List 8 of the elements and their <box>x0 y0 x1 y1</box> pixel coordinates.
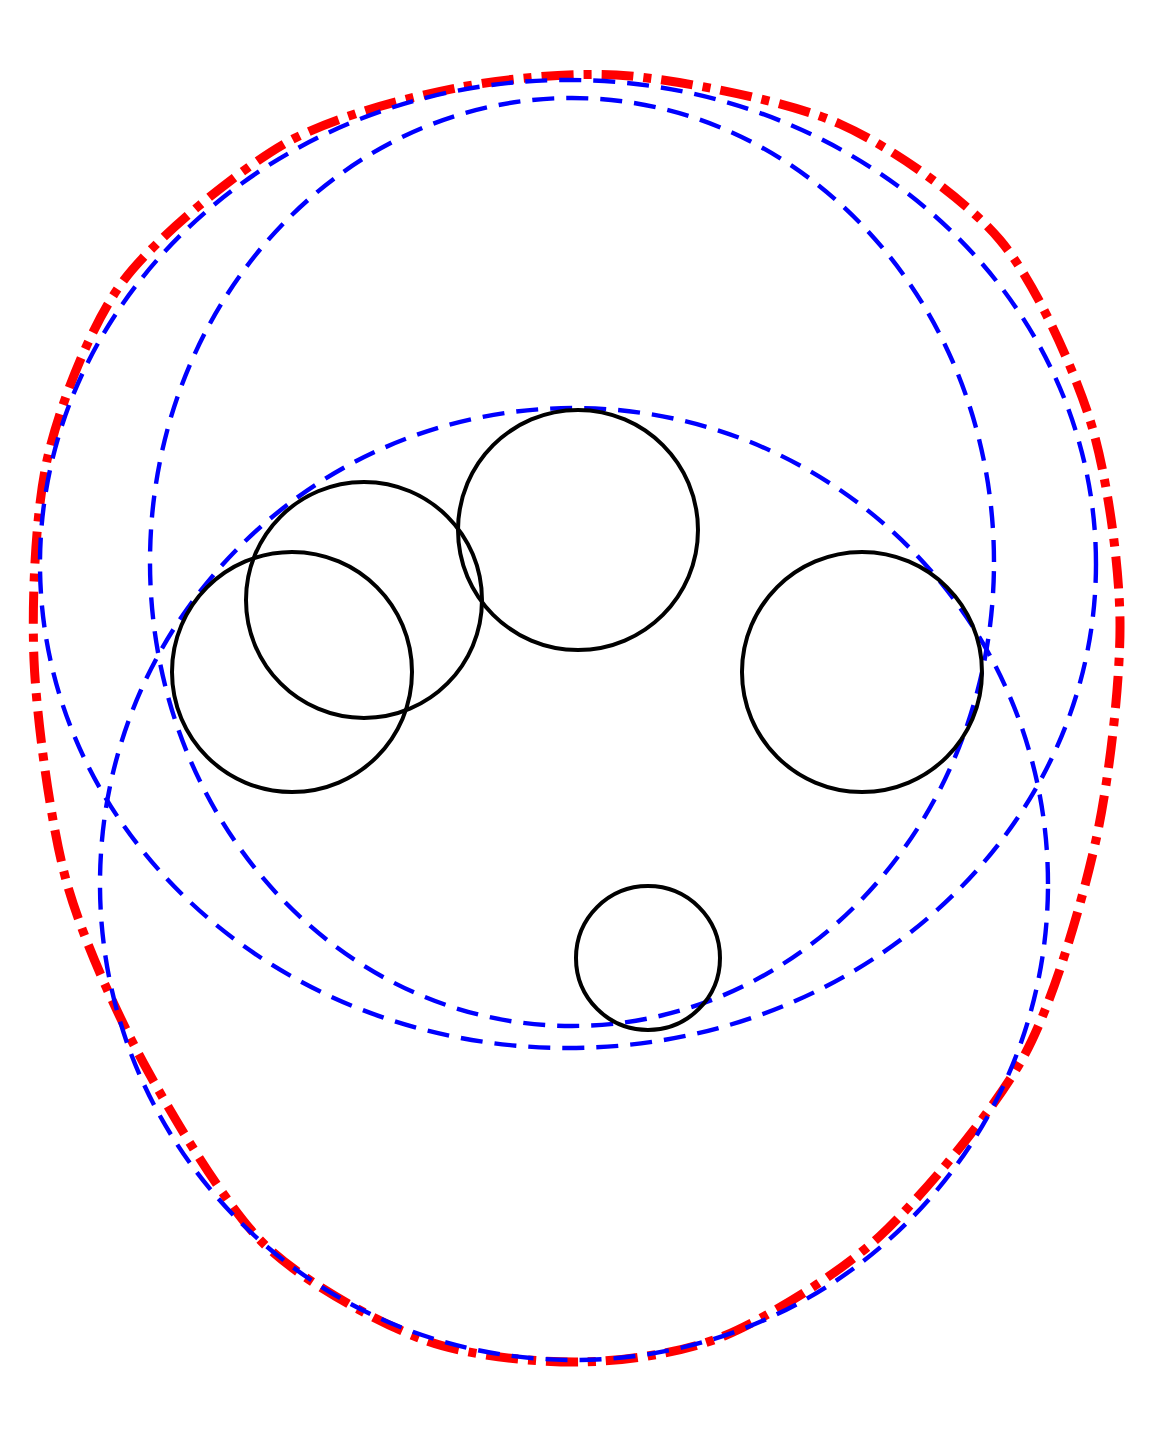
dashed-circle <box>147 95 997 1029</box>
dashed-circle <box>37 77 1099 1051</box>
circle <box>740 550 984 794</box>
circle <box>170 550 414 794</box>
dashed-circle <box>97 405 1051 1363</box>
circle <box>574 884 722 1032</box>
circle <box>244 480 484 720</box>
circle <box>456 408 700 652</box>
